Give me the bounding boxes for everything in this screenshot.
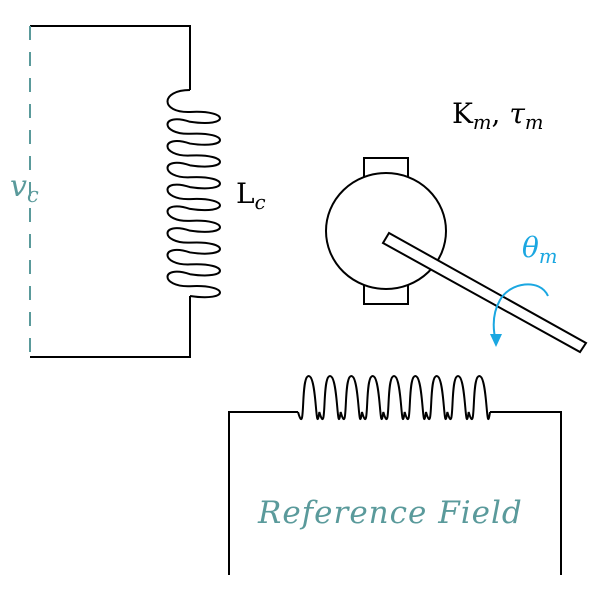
theta-label: θm <box>522 231 557 267</box>
control-wire-bottom <box>30 296 191 358</box>
tau-sub: m <box>524 111 544 134</box>
motor-body <box>325 172 447 290</box>
reference-field-label: Reference Field <box>258 495 523 531</box>
motor <box>325 157 588 354</box>
rotation-arrowhead <box>490 334 502 347</box>
vc-main: v <box>10 169 27 204</box>
field-coil <box>297 374 491 421</box>
theta-main: θ <box>522 231 539 264</box>
field-wire-right <box>490 411 562 575</box>
control-coil <box>166 89 221 299</box>
km-sep: , <box>491 97 510 130</box>
rotation-arrow <box>492 283 549 343</box>
km-main: K <box>452 97 473 130</box>
control-wire-top <box>30 25 191 90</box>
lc-main: L <box>236 177 255 210</box>
lc-label: Lc <box>236 177 266 213</box>
field-wire-left <box>228 411 298 575</box>
tau-main: τ <box>509 97 525 130</box>
control-circuit <box>30 25 221 358</box>
theta-sub: m <box>538 245 558 268</box>
vc-sub: c <box>26 183 39 207</box>
motor-params-label: Km, τm <box>452 97 543 133</box>
vc-label: vc <box>10 169 39 206</box>
km-sub: m <box>472 111 492 134</box>
reference-field-circuit <box>228 374 562 575</box>
motor-shaft <box>381 231 588 354</box>
lc-sub: c <box>254 191 266 214</box>
